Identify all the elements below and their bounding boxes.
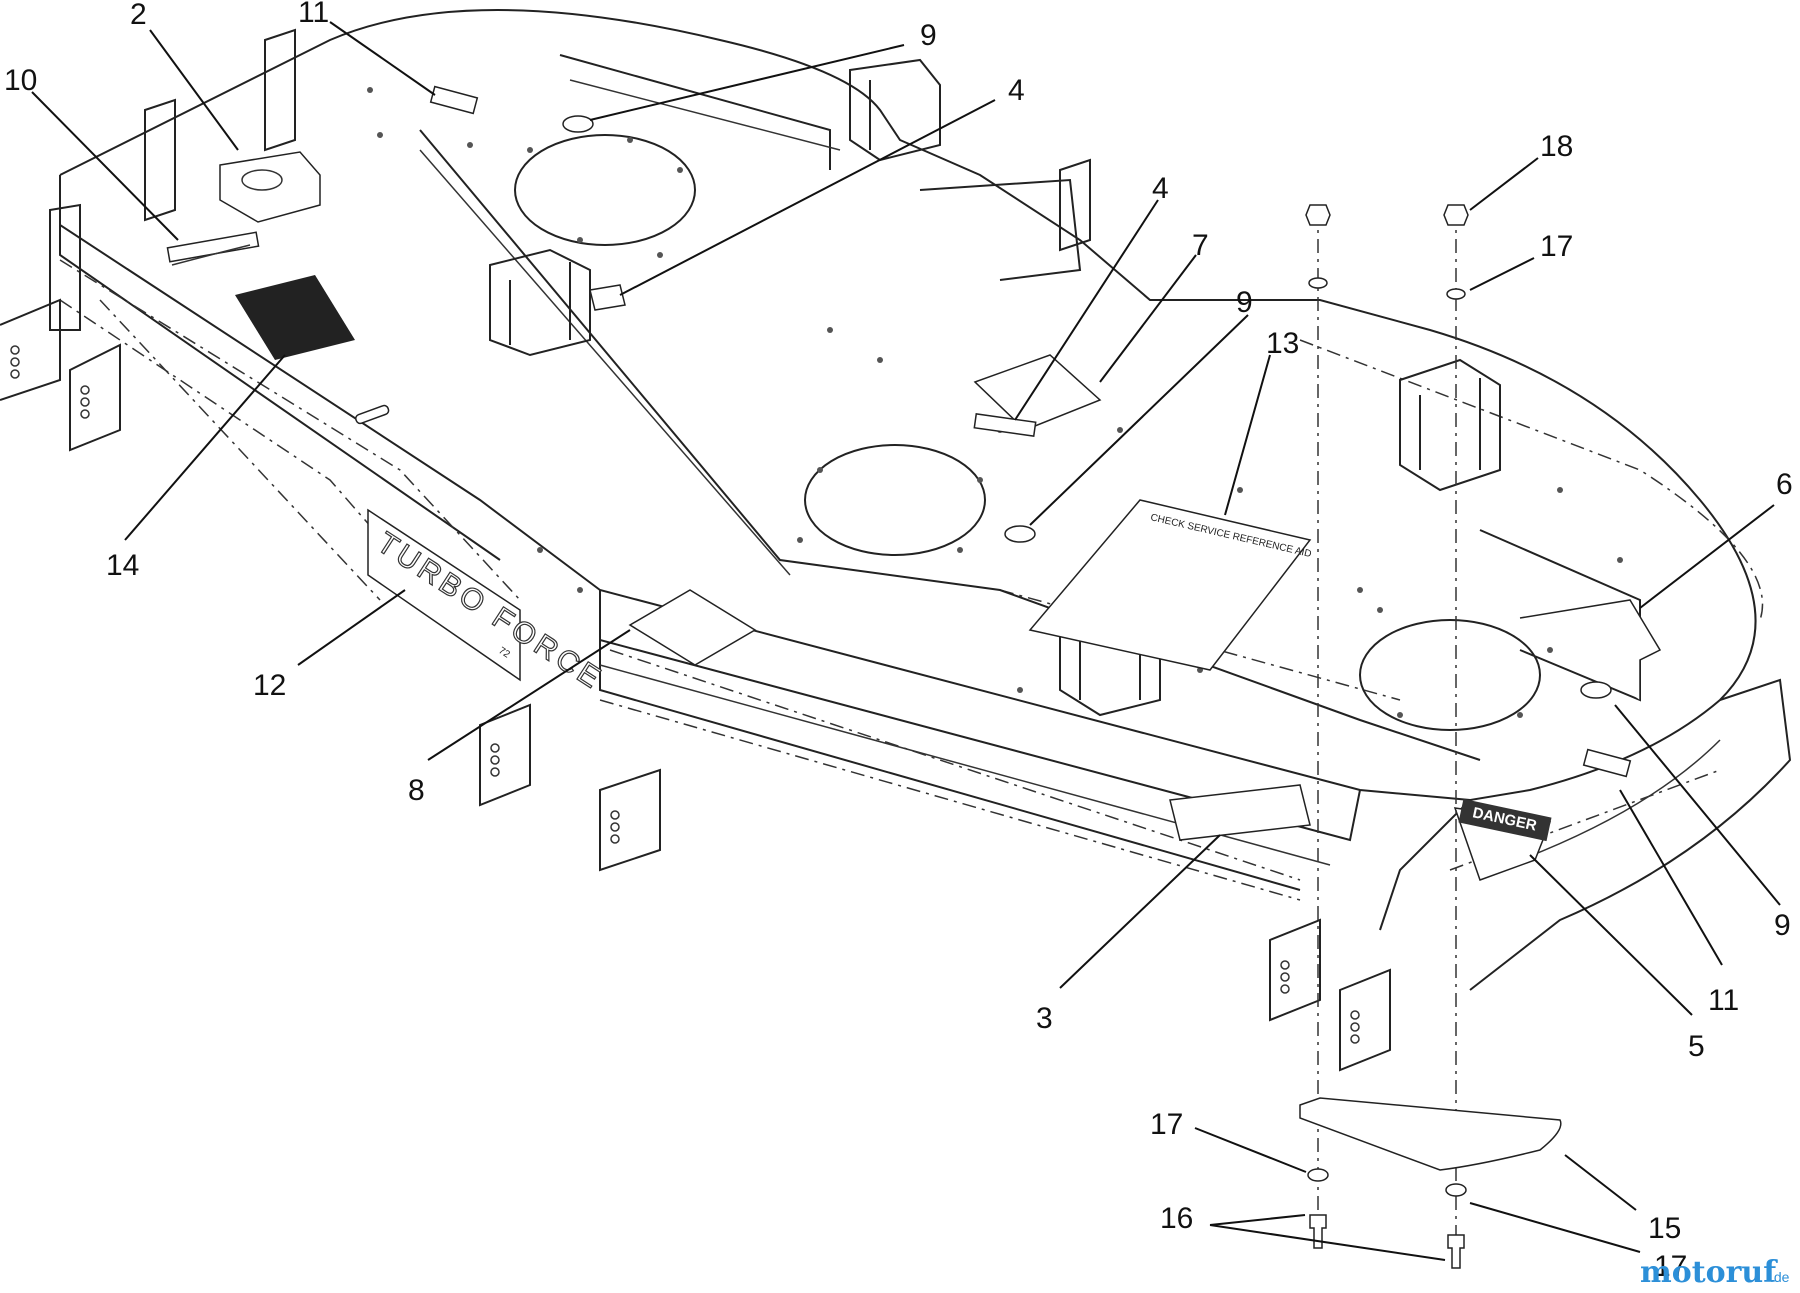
bracket-left-arm-3 [264, 28, 296, 152]
bracket-left-arm-1 [49, 203, 81, 331]
bracket-right-pair [1399, 358, 1501, 492]
small-decal-front [1582, 748, 1632, 778]
callout-3: 3 [1036, 1002, 1053, 1035]
small-decal-rear [429, 85, 479, 115]
callout-15: 15 [1648, 1212, 1681, 1245]
danger-label-decal [1169, 784, 1311, 841]
washer-top-left [1308, 277, 1328, 289]
callout-17: 17 [1654, 1250, 1687, 1283]
callout-16: 16 [1160, 1202, 1193, 1235]
leader-lines [31, 21, 1781, 1261]
callout-4: 4 [1152, 172, 1169, 205]
front-lift-arms [0, 298, 1391, 1072]
plug-rear [562, 115, 594, 133]
deflector-tab [1519, 599, 1662, 700]
bracket-rear-center [849, 58, 941, 162]
callout-5: 5 [1688, 1030, 1705, 1063]
washer-bottom-left [1307, 1168, 1329, 1182]
washer-bottom-right [1445, 1183, 1467, 1197]
callout-11: 11 [298, 0, 329, 29]
callout-18: 18 [1540, 130, 1573, 163]
decal-seven [973, 354, 1102, 431]
watermark-brand: motoruf [1640, 1255, 1778, 1290]
deck-slot [355, 404, 390, 425]
turbo-force-plate [367, 508, 521, 682]
spindle-opening-center [804, 444, 986, 556]
bracket-left-arm-2 [144, 98, 176, 222]
decal-eight [628, 589, 757, 666]
callout-4: 4 [1008, 74, 1025, 107]
watermark-suffix: .de [1770, 1269, 1790, 1285]
baffle-plate [1299, 1097, 1562, 1171]
shield-decal [219, 151, 321, 223]
callout-13: 13 [1266, 327, 1299, 360]
callout-7: 7 [1192, 229, 1209, 262]
danger-banner [1458, 798, 1552, 842]
callout-14: 14 [106, 549, 139, 582]
bracket-rear-left [489, 248, 591, 357]
decals: CHECK SERVICE REFERENCE AID DANGER TURBO… [166, 85, 1662, 881]
plug-right [1580, 681, 1612, 699]
callout-labels: 2 11 10 9 4 4 7 9 13 18 17 14 6 12 8 9 1… [4, 0, 1793, 1283]
callout-8: 8 [408, 774, 425, 807]
strip-decal-center [973, 413, 1037, 437]
bolt-right [1447, 1234, 1465, 1269]
plug-center [1004, 525, 1036, 543]
callout-9: 9 [1774, 909, 1791, 942]
callout-17: 17 [1540, 230, 1573, 263]
nut-left [1305, 204, 1331, 226]
callout-2: 2 [130, 0, 147, 31]
bolt-left [1309, 1214, 1327, 1249]
deck-holes [367, 87, 1623, 718]
watermark: motoruf .de [1640, 1255, 1790, 1290]
callout-11: 11 [1708, 984, 1739, 1017]
spindle-opening-left [514, 134, 696, 246]
spindle-openings [514, 134, 1541, 731]
turbo-force-text: TURBO FORCE [371, 526, 609, 697]
deck-body [59, 9, 1792, 991]
callout-10: 10 [4, 64, 37, 97]
callout-6: 6 [1776, 468, 1793, 501]
instruction-decal [235, 275, 355, 360]
callout-9: 9 [1236, 286, 1253, 319]
spindle-opening-right [1359, 619, 1541, 731]
callout-17: 17 [1150, 1108, 1183, 1141]
nut-right [1443, 204, 1469, 226]
service-decal [1028, 499, 1312, 671]
callout-9: 9 [920, 19, 937, 52]
washer-top-right [1446, 288, 1466, 300]
strip-decal-left [589, 284, 626, 311]
callout-12: 12 [253, 669, 286, 702]
bracket-rear-right [1059, 158, 1091, 252]
